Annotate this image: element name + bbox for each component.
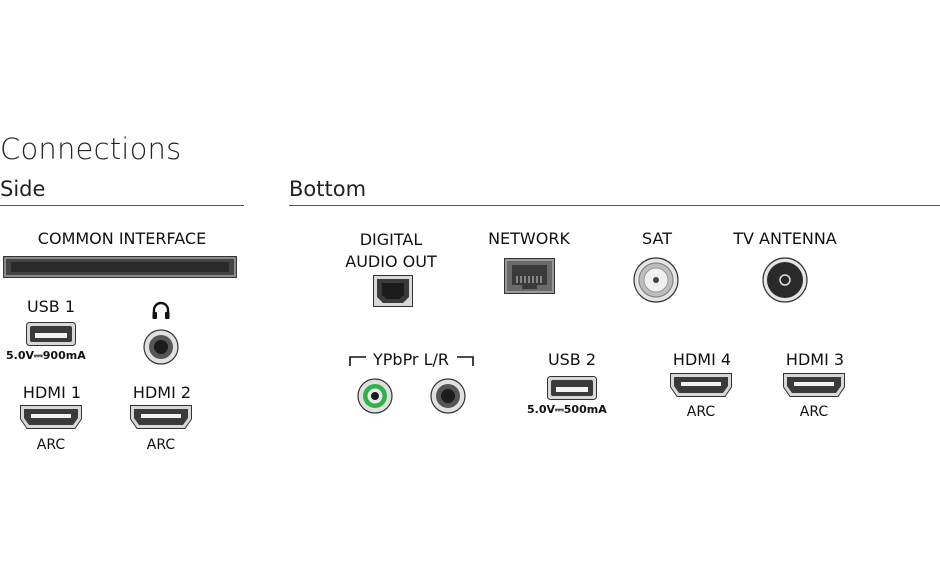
ypbpr-bracket-left [349, 355, 367, 367]
usb2-label: USB 2 [547, 350, 597, 369]
tv-antenna-label: TV ANTENNA [733, 229, 837, 248]
hdmi4-arc: ARC [686, 404, 716, 420]
digital-audio-out-label-line2: AUDIO OUT [345, 252, 437, 271]
headphones-icon [151, 300, 171, 320]
satellite-connector-icon [633, 257, 679, 303]
usb2-rating: 5.0V⎓500mA [527, 403, 607, 416]
hdmi2-label: HDMI 2 [132, 383, 192, 402]
hdmi-port-icon [670, 373, 732, 397]
digital-audio-out-label: DIGITAL AUDIO OUT [331, 229, 451, 273]
bottom-divider [289, 205, 940, 206]
rca-jack-icon [430, 378, 466, 414]
optical-audio-port-icon [373, 275, 413, 307]
usb-port-icon [26, 322, 76, 346]
hdmi1-arc: ARC [36, 437, 66, 453]
hdmi-port-icon [20, 405, 82, 429]
antenna-connector-icon [762, 257, 808, 303]
rca-green-jack-icon [357, 378, 393, 414]
hdmi3-label: HDMI 3 [785, 350, 845, 369]
digital-audio-out-label-line1: DIGITAL [359, 230, 423, 249]
sat-label: SAT [642, 229, 672, 248]
hdmi-port-icon [783, 373, 845, 397]
hdmi-port-icon [130, 405, 192, 429]
usb1-rating: 5.0V⎓900mA [6, 349, 86, 362]
common-interface-slot-icon [3, 256, 237, 278]
hdmi3-arc: ARC [799, 404, 829, 420]
page-title: Connections [0, 132, 182, 166]
hdmi2-arc: ARC [146, 437, 176, 453]
ypbpr-label: YPbPr L/R [372, 350, 450, 369]
section-heading-side: Side [0, 177, 46, 201]
hdmi1-label: HDMI 1 [22, 383, 82, 402]
section-heading-bottom: Bottom [289, 177, 367, 201]
usb1-label: USB 1 [26, 297, 76, 316]
usb-port-icon [547, 376, 597, 400]
network-label: NETWORK [488, 229, 570, 248]
hdmi4-label: HDMI 4 [672, 350, 732, 369]
side-divider [0, 205, 244, 206]
ypbpr-bracket-right [456, 355, 474, 367]
headphone-jack-icon [143, 329, 179, 365]
common-interface-label: COMMON INTERFACE [37, 229, 207, 248]
ethernet-port-icon [504, 258, 555, 294]
